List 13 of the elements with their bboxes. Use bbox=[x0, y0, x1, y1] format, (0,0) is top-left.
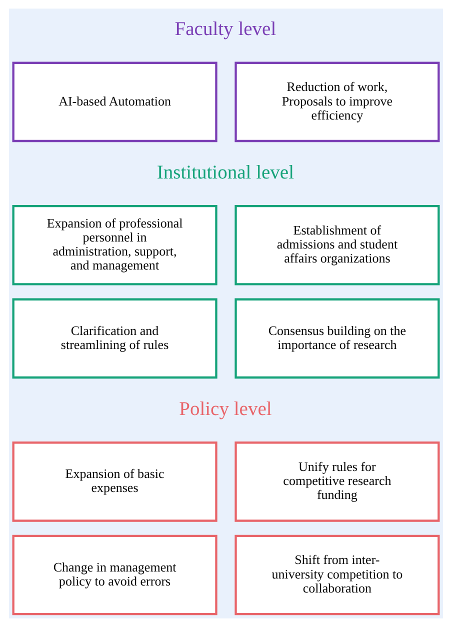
label: Institutional level bbox=[156, 162, 294, 184]
node-box: Reduction of work, Proposals to improve efficiency bbox=[234, 62, 440, 142]
label: Policy level bbox=[179, 398, 272, 420]
node-box: Establishment of admissions and student affairs organizations bbox=[234, 205, 440, 286]
node-box: Change in management policy to avoid errors bbox=[12, 534, 218, 616]
node-box: Clarification and streamlining of rules bbox=[12, 298, 218, 379]
node-box: Shift from inter-university competition to collaboration bbox=[234, 534, 440, 616]
label: Faculty level bbox=[174, 19, 276, 40]
node-box: Consensus building on the importance of research bbox=[234, 298, 440, 379]
node-box: AI-based Automation bbox=[12, 62, 218, 142]
node-box: Expansion of basic expenses bbox=[12, 442, 218, 522]
node-box: Unify rules for competitive research funding bbox=[234, 442, 440, 522]
node-box: Expansion of professional personnel in administration, support, and management bbox=[12, 205, 218, 286]
